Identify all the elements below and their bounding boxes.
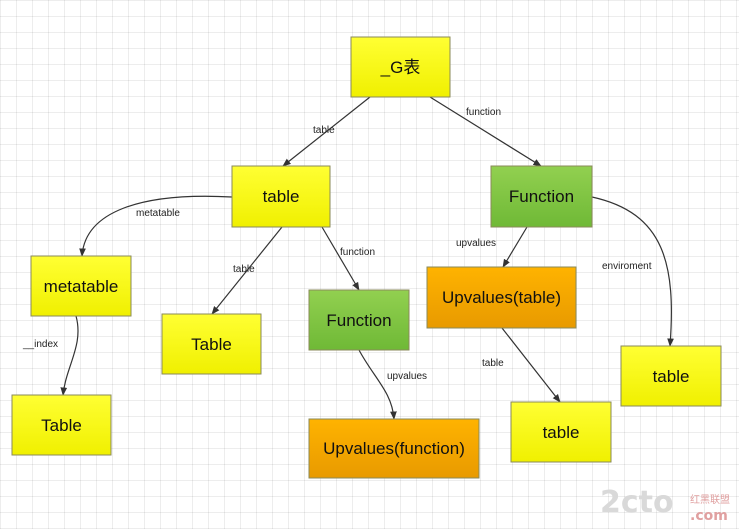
- node-upvalues-function-label: Upvalues(function): [323, 439, 465, 458]
- edge-label-table-to-table: table: [233, 264, 255, 275]
- edge-label-enviroment: enviroment: [602, 261, 652, 272]
- node-upvalues-table-box: [426, 266, 577, 329]
- edge-function-to-upvalues: [502, 226, 528, 268]
- node-metatable-box: [30, 255, 132, 317]
- node-table-mid: Table: [161, 313, 262, 375]
- node-table-env-label: table: [653, 367, 690, 386]
- edge-table-to-function: [321, 226, 360, 291]
- node-table-env-box: [620, 345, 722, 407]
- node-function-main-box: [490, 165, 593, 228]
- watermark-sub-text: 红黑联盟: [690, 493, 730, 506]
- node-function-mid-box: [308, 289, 410, 351]
- edge-label-metatable: metatable: [136, 208, 180, 219]
- node-g-table-label: _G表: [380, 58, 421, 77]
- watermark-logo: 2cto 红黑联盟 .com: [600, 485, 730, 524]
- edges: [60, 96, 674, 420]
- node-table-index: Table: [11, 394, 112, 456]
- edge-label-g-to-function: function: [466, 107, 501, 118]
- edge-g-to-table: [282, 96, 371, 167]
- node-table-mid-label: Table: [191, 335, 232, 354]
- edge-label-index: __index: [22, 339, 58, 350]
- node-table-upv: table: [510, 401, 612, 463]
- node-g-table: _G表: [350, 36, 451, 98]
- node-table-upv-label: table: [543, 423, 580, 442]
- node-function-main-label: Function: [509, 187, 574, 206]
- node-table-main-label: table: [263, 187, 300, 206]
- edge-table-to-metatable: [79, 195, 233, 257]
- node-table-env: table: [620, 345, 722, 407]
- watermark-main-text: 2cto: [600, 485, 674, 520]
- edge-g-to-function: [429, 96, 542, 167]
- node-function-mid-label: Function: [326, 311, 391, 330]
- edge-labels: table function metatable table function …: [22, 107, 652, 382]
- node-function-mid: Function: [308, 289, 410, 351]
- node-metatable-label: metatable: [44, 277, 119, 296]
- node-upvalues-function: Upvalues(function): [308, 418, 480, 479]
- node-upvalues-table-label: Upvalues(table): [442, 288, 561, 307]
- node-metatable: metatable: [30, 255, 132, 317]
- edge-label-function-upvalues: upvalues: [456, 238, 496, 249]
- edge-label-midfunction-upvalues: upvalues: [387, 371, 427, 382]
- edge-label-table-to-function: function: [340, 247, 375, 258]
- edge-metatable-to-index: [60, 315, 79, 396]
- edge-upvalues-to-table: [501, 327, 561, 403]
- node-table-main: table: [231, 165, 331, 228]
- node-function-main: Function: [490, 165, 593, 228]
- watermark-domain-text: .com: [690, 508, 728, 524]
- node-upvalues-table: Upvalues(table): [426, 266, 577, 329]
- node-table-index-box: [11, 394, 112, 456]
- node-table-index-label: Table: [41, 416, 82, 435]
- node-table-mid-box: [161, 313, 262, 375]
- node-g-table-box: [350, 36, 451, 98]
- edge-table-to-table: [211, 226, 283, 315]
- edge-label-g-to-table: table: [313, 125, 335, 136]
- node-upvalues-function-box: [308, 418, 480, 479]
- edge-midfunction-to-upvalues: [358, 349, 397, 420]
- edge-label-upvalues-table: table: [482, 358, 504, 369]
- node-table-upv-box: [510, 401, 612, 463]
- node-table-main-box: [231, 165, 331, 228]
- edge-function-to-env: [591, 196, 674, 347]
